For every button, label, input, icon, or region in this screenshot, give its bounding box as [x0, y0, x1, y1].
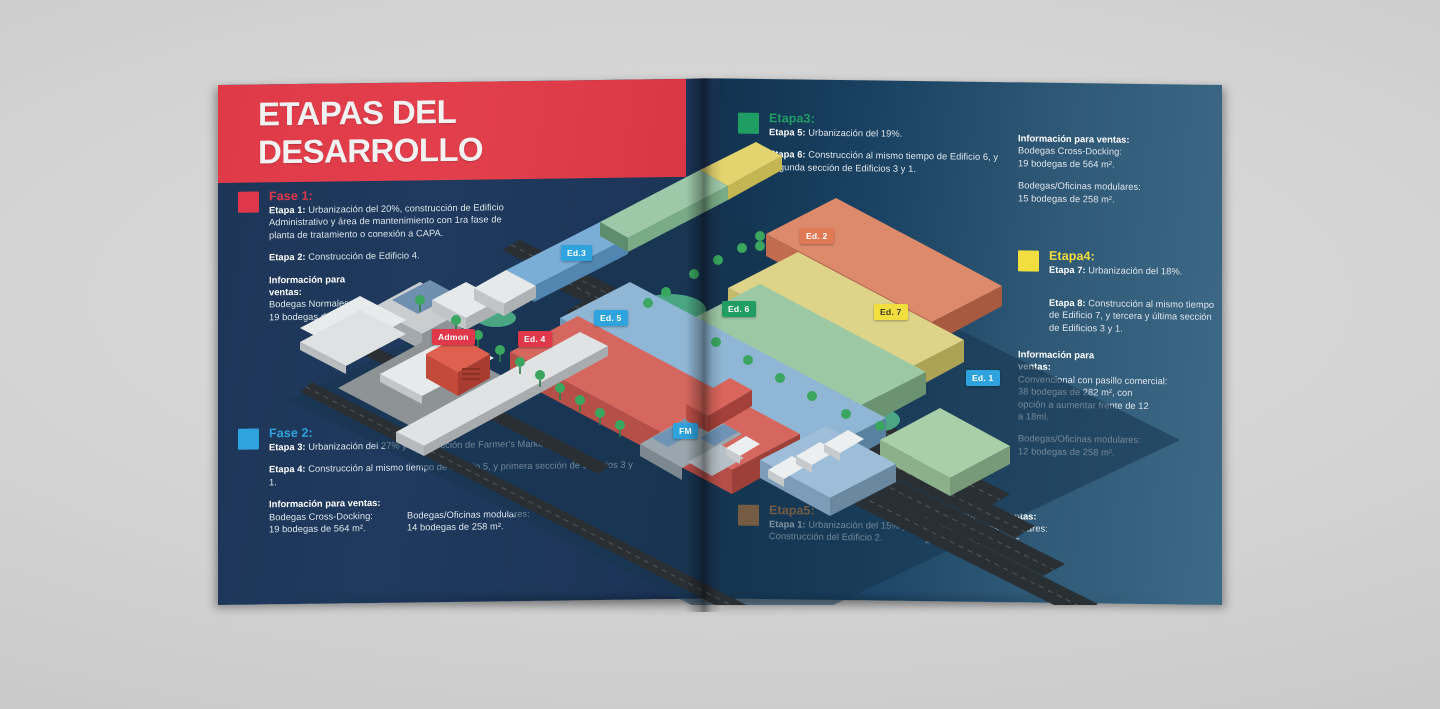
fase-1-etapa-1: Etapa 1: Urbanización del 20%, construcc… [269, 202, 504, 241]
title-banner: ETAPAS DEL DESARROLLO [218, 78, 686, 183]
etapa-5-block: Etapa5: Etapa 1: Urbanización del 15% y … [738, 503, 948, 546]
map-label-ed2[interactable]: Ed. 2 [800, 228, 834, 244]
map-label-fm[interactable]: FM [673, 423, 698, 439]
fase-2-block: Fase 2: Etapa 3: Urbanización del 27% y … [238, 422, 638, 537]
etapa-4-sales-line-6: 12 bodegas de 258 m². [1018, 446, 1115, 458]
etapa-5-etapa-1: Etapa 1: Urbanización del 15% y Construc… [769, 519, 907, 543]
etapa-5-color-swatch [738, 504, 759, 526]
fase-2-sales-col-2: Bodegas/Oficinas modulares: 14 bodegas d… [407, 508, 530, 534]
fase-2-color-swatch [238, 428, 259, 450]
map-label-admon[interactable]: Admon [432, 329, 475, 345]
fase-2-sales-col2-line1: Bodegas/Oficinas modulares: [406, 508, 530, 521]
map-building-windows [520, 634, 524, 645]
right-page: Etapa3: Etapa 5: Urbanización del 19%. E… [720, 78, 1222, 605]
etapa-3-color-swatch [738, 112, 759, 134]
fase-1-color-swatch [238, 191, 259, 213]
etapa-5-sales-block: Información para ventas: Bodegas/Oficina… [925, 509, 1105, 549]
map-label-ed6[interactable]: Ed. 6 [722, 301, 756, 317]
map-label-ed3[interactable]: Ed.3 [561, 245, 592, 261]
brochure-spread: ETAPAS DEL DESARROLLO Fase 1: Etapa 1: U… [218, 78, 1222, 612]
map-label-ed7[interactable]: Ed. 7 [874, 304, 908, 320]
fase-2-sales-col2-line2: 14 bodegas de 258 m². [406, 521, 504, 533]
etapa-5-sales-line-2: 24 bodegas de 258 m². [925, 534, 1022, 547]
map-label-ed1[interactable]: Ed. 1 [966, 370, 1000, 386]
etapa-3-sales-block: Información para ventas: Bodegas Cross-D… [1018, 132, 1218, 207]
etapa-4-etapa-8-block: Etapa 8: Construcción al mismo tiempo de… [1049, 297, 1222, 337]
etapa-4-block: Etapa4: Etapa 7: Urbanización del 18%. [1018, 248, 1208, 278]
etapa-4-color-swatch [1018, 250, 1039, 272]
fase-2-sales-col-1: Bodegas Cross-Docking: 19 bodegas de 564… [269, 510, 373, 536]
booklet-drop-shadow [200, 596, 1240, 622]
map-label-ed5[interactable]: Ed. 5 [594, 310, 628, 326]
etapa-3-sales-line-4: 15 bodegas de 258 m². [1018, 192, 1115, 205]
etapa-3-block: Etapa3: Etapa 5: Urbanización del 19%. E… [738, 111, 1018, 177]
fase-1-block: Fase 1: Etapa 1: Urbanización del 20%, c… [238, 186, 518, 324]
etapa-3-etapa-6: Etapa 6: Construcción al mismo tiempo de… [769, 149, 999, 174]
etapa-4-etapa-8: Etapa 8: Construcción al mismo tiempo de… [1049, 297, 1215, 334]
etapa-4-heading: Etapa4: [1049, 248, 1095, 264]
page-title: ETAPAS DEL DESARROLLO [258, 92, 484, 171]
fase-1-sales-line-2: 19 bodegas de 564 m². [269, 310, 366, 323]
etapa-4-sales-block: Información para ventas: Convencional co… [1018, 348, 1198, 460]
map-label-ed4[interactable]: Ed. 4 [518, 331, 552, 347]
fase-2-sales-col1-line2: 19 bodegas de 564 m². [269, 523, 366, 535]
etapa-4-etapa-7: Etapa 7: Urbanización del 18%. [1049, 264, 1183, 277]
etapa-5-heading: Etapa5: [769, 503, 815, 518]
